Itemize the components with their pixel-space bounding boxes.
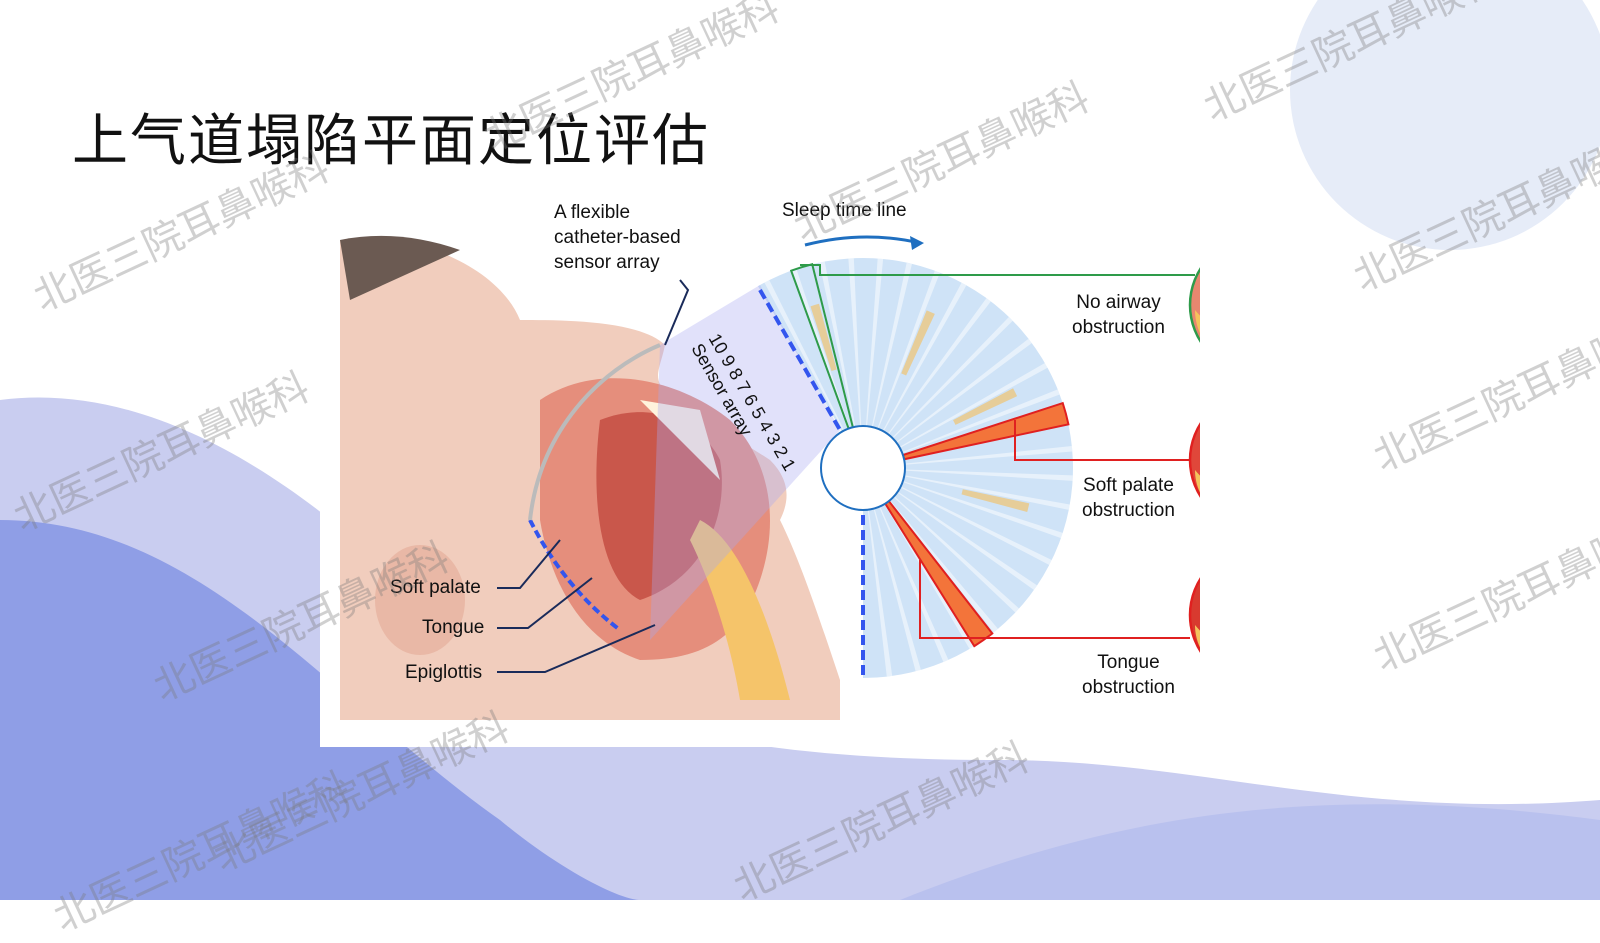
radial-sector-divider: [877, 270, 940, 429]
radial-sector-divider: [904, 446, 1073, 465]
outcome-circle-tongue: [1188, 577, 1200, 653]
radial-center: [820, 425, 906, 511]
radial-sector-divider: [900, 486, 1052, 565]
radial-sector-divider: [819, 261, 856, 427]
tongue-label: Tongue: [422, 617, 485, 638]
head-illustration: [340, 235, 840, 720]
tongue-obstruction-label: Tongue obstruction: [1082, 650, 1175, 700]
radial-sector-divider: [904, 475, 1070, 510]
sensor-callout-line: A flexible: [554, 202, 631, 223]
radial-sector-divider: [889, 500, 998, 633]
decorative-circle: [1290, 0, 1600, 250]
radial-sensor-reading: [961, 489, 1030, 512]
radial-sector-divider: [902, 480, 1063, 539]
radial-sector-divider: [867, 509, 893, 677]
soft-palate-obstruction-label: Soft palate obstruction: [1082, 473, 1175, 523]
sensor-fan: [650, 285, 840, 640]
radial-sector-divider: [871, 262, 913, 428]
sensor-callout-line: sensor array: [554, 252, 660, 273]
epiglottis-label: Epiglottis: [405, 662, 483, 683]
no-obstruction-label: No airway obstruction: [1072, 290, 1165, 340]
outcome-label-line: obstruction: [1072, 317, 1165, 338]
decorative-wave-right: [900, 804, 1600, 900]
outcome-label-line: No airway: [1076, 292, 1161, 313]
radial-sector-divider: [873, 508, 921, 672]
outcome-circle-soft-palate: [1188, 422, 1200, 498]
radial-sensor-reading: [901, 310, 935, 376]
radial-sector-divider: [896, 338, 1032, 444]
radial-sector-divider: [879, 506, 949, 663]
outcome-label-line: Tongue: [1097, 652, 1160, 673]
radial-sector-divider: [892, 316, 1013, 439]
airway-diagram: A flexible catheter-based sensor array S…: [320, 190, 1200, 747]
radial-sector-divider: [848, 258, 862, 427]
page-title: 上气道塌陷平面定位评估: [72, 109, 710, 174]
radial-sector-divider: [887, 298, 991, 435]
sleep-radial-chart: [758, 258, 1073, 678]
sensor-callout-line: catheter-based: [554, 227, 681, 248]
outcome-label-line: obstruction: [1082, 677, 1175, 698]
outcome-circle-no-obstruction: [1188, 267, 1200, 343]
radial-sensor-reading: [953, 388, 1018, 425]
radial-sensor-reading: [810, 303, 837, 371]
radial-sector-divider: [764, 280, 845, 431]
outcome-label-line: Soft palate: [1083, 475, 1174, 496]
radial-sector-divider: [897, 491, 1038, 590]
soft-palate-label: Soft palate: [390, 577, 481, 598]
radial-sector-divider: [899, 363, 1048, 448]
outcome-label-line: obstruction: [1082, 500, 1175, 521]
sensor-callout-label: A flexible catheter-based sensor array: [554, 200, 681, 275]
sleep-timeline-label: Sleep time line: [782, 200, 907, 221]
radial-sector-divider: [901, 389, 1060, 454]
radial-sector-divider: [882, 282, 967, 432]
radial-sector-divider: [893, 496, 1020, 613]
radial-sector-divider: [904, 469, 1073, 481]
radial-sector-divider: [865, 258, 884, 427]
sensor-array-marks: [758, 289, 842, 431]
sleep-timeline-arrow: [804, 235, 921, 247]
